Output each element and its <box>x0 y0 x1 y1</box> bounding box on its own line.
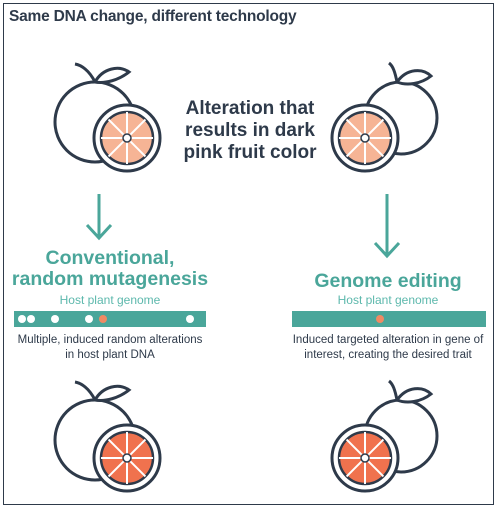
trait-line: Alteration that <box>185 98 315 119</box>
description-line: interest, creating the desired trait <box>304 349 472 361</box>
diagram-frame <box>3 3 494 505</box>
trait-description: Alteration that results in dark pink fru… <box>170 98 330 164</box>
method-genome-editing-title: Genome editing <box>288 271 488 292</box>
method-line: Genome editing <box>314 270 462 292</box>
mutation-dot <box>186 315 194 323</box>
method-line: Conventional, <box>45 247 175 269</box>
host-genome-label: Host plant genome <box>337 293 439 307</box>
genome-bar <box>14 311 206 327</box>
method-conventional-title: Conventional, random mutagenesis <box>5 248 215 290</box>
arrow-down-icon <box>85 194 113 241</box>
mutation-dot <box>27 315 35 323</box>
grapefruit-icon <box>330 61 439 173</box>
description-line: Induced targeted alteration in gene of <box>292 334 484 346</box>
genome-bar <box>292 311 486 327</box>
grapefruit-icon <box>53 62 162 173</box>
mutation-dot <box>51 315 59 323</box>
trait-line: results in dark <box>185 120 315 141</box>
method-conventional-description: Multiple, induced random alterations in … <box>5 333 215 363</box>
target-mutation-dot <box>376 315 384 323</box>
description-line: in host plant DNA <box>65 349 155 361</box>
grapefruit-icon <box>53 380 162 493</box>
host-genome-label: Host plant genome <box>59 293 161 307</box>
method-line: random mutagenesis <box>11 268 209 290</box>
trait-line: pink fruit color <box>183 142 317 163</box>
description-line: Multiple, induced random alterations <box>17 334 203 346</box>
target-mutation-dot <box>99 315 107 323</box>
arrow-down-icon <box>373 194 401 259</box>
grapefruit-icon <box>330 379 439 493</box>
diagram-title: Same DNA change, different technology <box>9 8 297 25</box>
method-genome-editing-description: Induced targeted alteration in gene of i… <box>283 333 493 363</box>
mutation-dot <box>18 315 26 323</box>
mutation-dot <box>85 315 93 323</box>
